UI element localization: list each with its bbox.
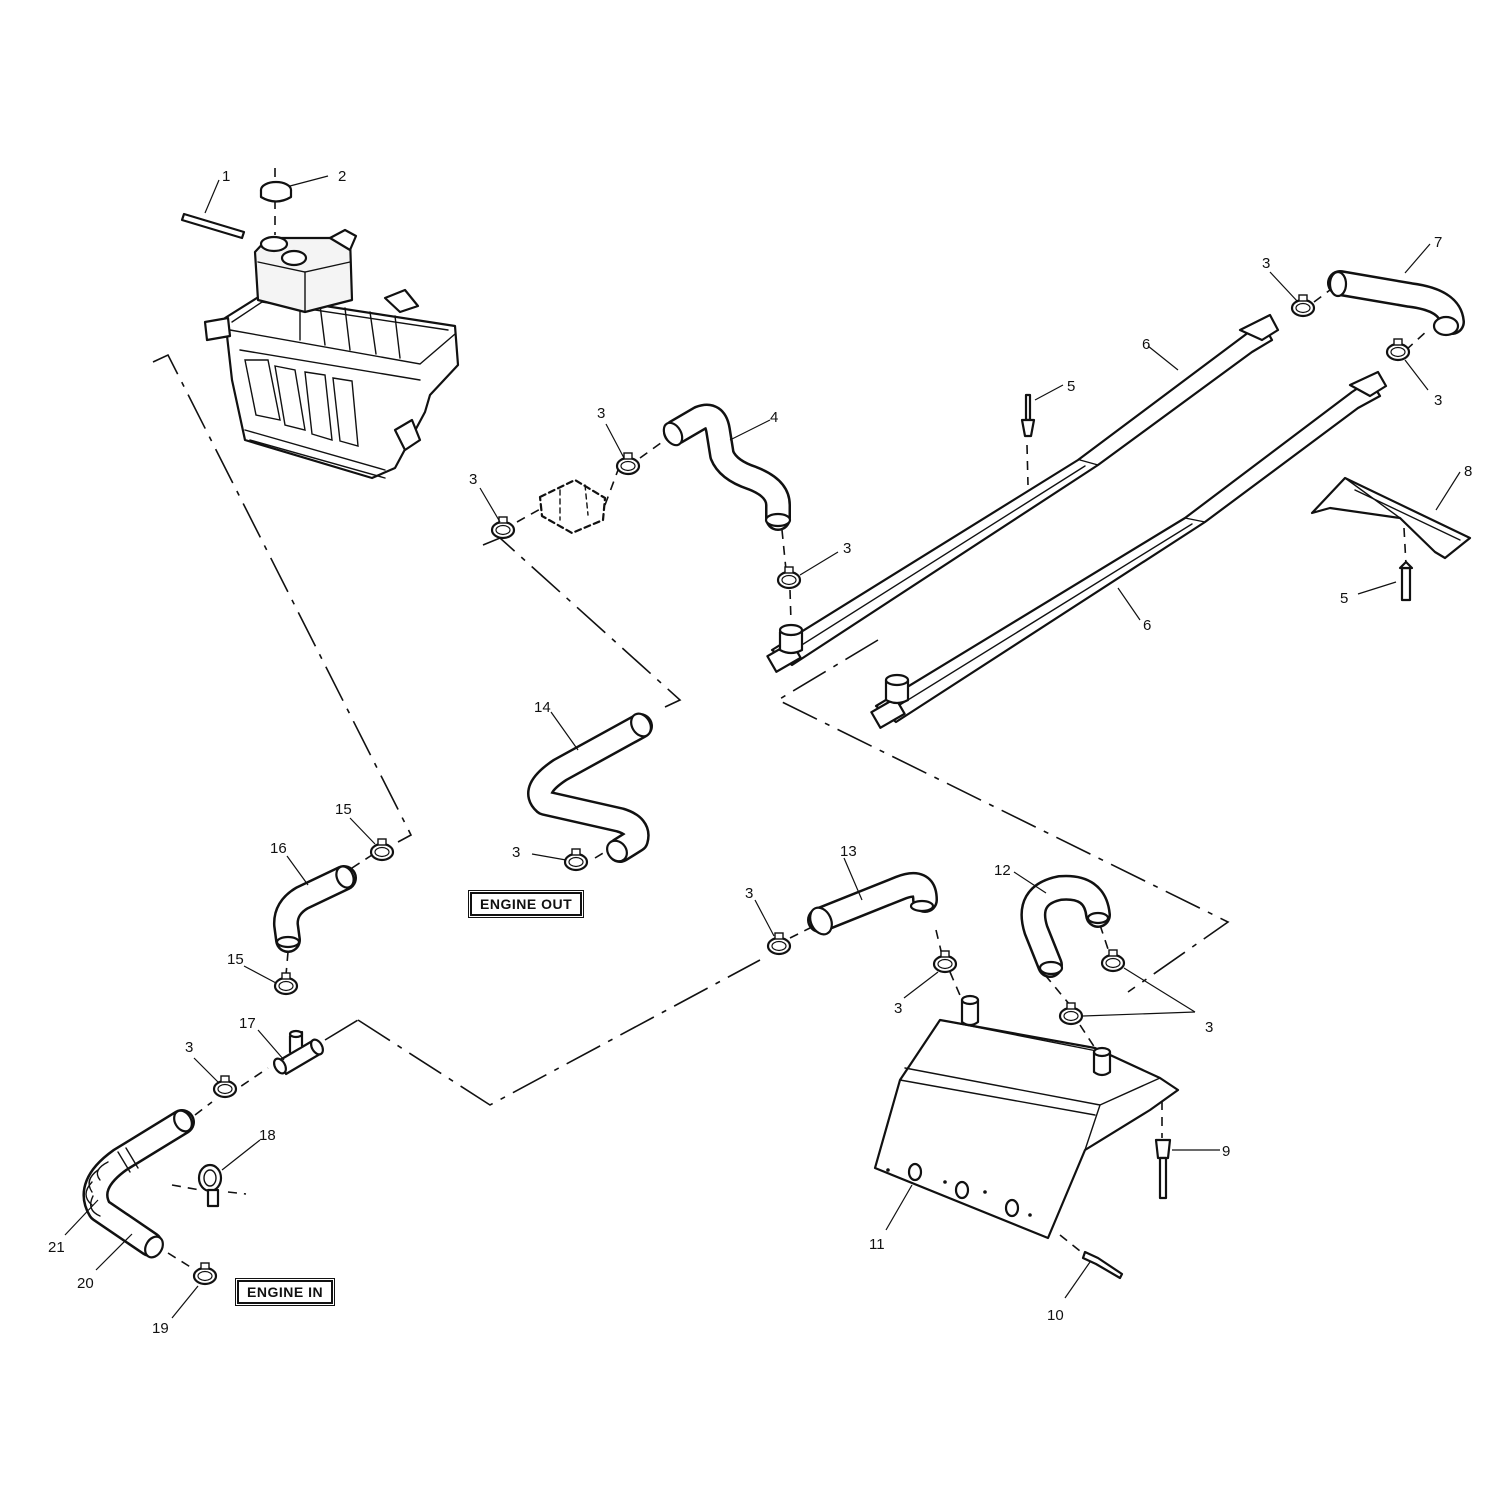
part-12-hose [1020,874,1111,978]
engine-out-tag: ENGINE OUT [470,892,583,916]
callout-3-h: 3 [894,1000,902,1017]
clamp-15-a [369,837,395,862]
part-16-hose [272,865,357,953]
callout-21: 21 [48,1239,65,1256]
callout-13: 13 [840,843,857,860]
clamp-3-d [1290,293,1316,318]
part-4-hose [662,403,792,531]
clamp-3-k [212,1074,238,1099]
part-18-clamp [197,1163,223,1208]
part-8-bracket [1310,476,1472,560]
clamp-3-e [1385,337,1411,362]
callout-4: 4 [770,409,778,426]
clamp-3-c [776,565,802,590]
clamp-15-b [273,971,299,996]
callout-11: 11 [869,1236,885,1253]
route-radiator-return [776,639,1230,993]
callout-7: 7 [1434,234,1442,251]
callout-5-a: 5 [1067,378,1075,395]
callout-8: 8 [1464,463,1472,480]
part-17-tee [273,1029,324,1076]
callout-3-e: 3 [1434,392,1442,409]
part-11-exchanger [873,994,1180,1240]
part-5-screw-lower [1398,560,1414,602]
callout-14: 14 [534,699,551,716]
callout-15-b: 15 [227,951,244,968]
part-6-rail-lower [870,370,1388,729]
callout-17: 17 [239,1015,256,1032]
engine-in-tag: ENGINE IN [237,1280,334,1304]
coolant-tank-assembly [203,228,460,480]
part-6-rail-upper [766,313,1280,673]
route-to-13 [357,959,761,1106]
callout-3-f: 3 [512,844,520,861]
clamp-3-b [615,451,641,476]
clamp-3-a [490,515,516,540]
callout-6-b: 6 [1143,617,1151,634]
part-13-hose [807,872,938,936]
route-17-link [324,1019,359,1041]
callout-3-j: 3 [185,1039,193,1056]
callout-20: 20 [77,1275,94,1292]
callout-16: 16 [270,840,287,857]
callout-3-i: 3 [1205,1019,1213,1036]
part-5-screw-upper [1020,393,1036,438]
callout-9: 9 [1222,1143,1230,1160]
callout-3-d: 3 [1262,255,1270,272]
callout-3-g: 3 [745,885,753,902]
callout-15-a: 15 [335,801,352,818]
callout-3-c: 3 [843,540,851,557]
part-14-hose [527,712,653,863]
callout-18: 18 [259,1127,276,1144]
clamp-3-j [1058,1001,1084,1026]
clamp-19 [192,1261,218,1286]
part-20-21-hose [82,1109,195,1259]
part-1-rod [180,212,246,240]
route-tank-to-15 [152,353,413,843]
clamp-3-f [563,847,589,872]
part-10-pin [1081,1250,1124,1280]
callout-numbers: 1 2 3 3 3 3 3 3 3 3 3 3 4 5 5 6 6 7 8 9 … [48,168,1472,1337]
callout-5-b: 5 [1340,590,1348,607]
part-2-cap [259,180,293,203]
leader-lines [64,175,1461,1319]
callout-12: 12 [994,862,1011,879]
callout-2: 2 [338,168,346,185]
clamp-3-g [766,931,792,956]
callout-6-a: 6 [1142,336,1150,353]
callout-3-a: 3 [469,471,477,488]
part-9-bolt [1154,1138,1172,1200]
clamp-3-i [1100,948,1126,973]
part-7-hose [1327,270,1465,337]
callout-10: 10 [1047,1307,1064,1324]
callout-1: 1 [222,168,230,185]
dashed-connector [538,478,607,535]
callout-3-b: 3 [597,405,605,422]
clamp-3-h [932,949,958,974]
callout-19: 19 [152,1320,169,1337]
route-engine-out [482,537,682,708]
